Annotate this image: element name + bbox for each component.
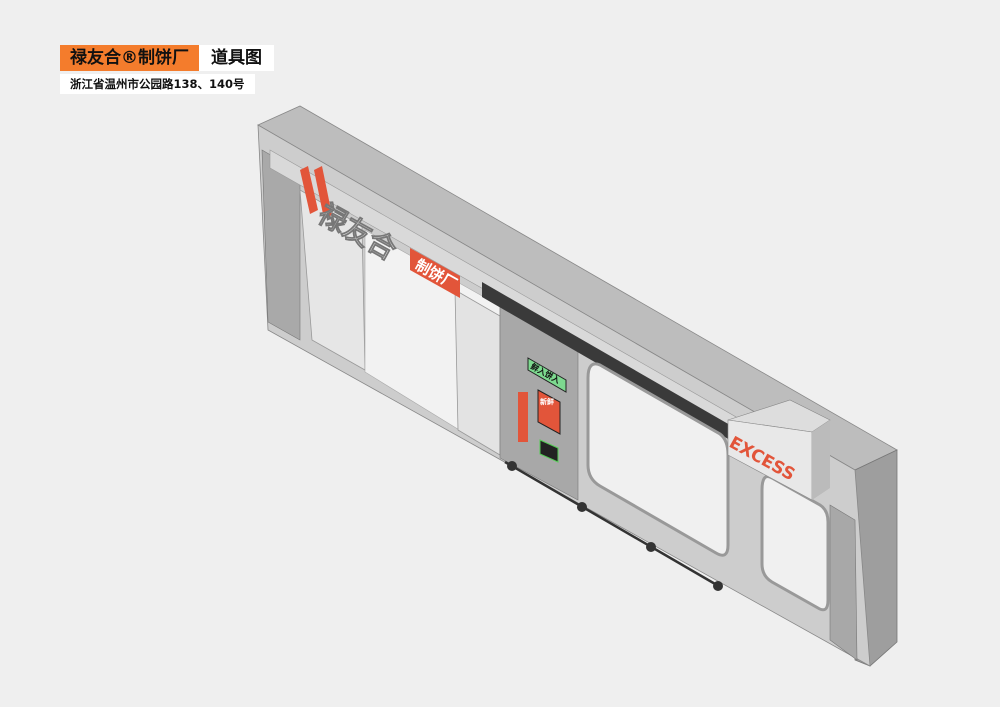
right-pillar <box>829 504 858 661</box>
address: 浙江省温州市公园路138、140号 <box>60 74 255 94</box>
red-stripe <box>300 166 318 214</box>
title-block: 禄友合®制饼厂 道具图 <box>60 45 274 71</box>
rail-wheels <box>507 461 723 591</box>
poster-orange-vertical <box>518 392 528 442</box>
red-stripe <box>314 166 332 219</box>
poster-red: 新鲜 <box>540 397 554 406</box>
poster-dark <box>539 439 559 463</box>
window-right <box>760 475 830 612</box>
bottom-rail <box>504 460 723 590</box>
poster-red-bg <box>537 389 561 435</box>
vent-strip <box>482 282 730 440</box>
poster-green-bg <box>527 357 567 393</box>
glass-panel-middle <box>454 289 501 456</box>
brand-title: 禄友合®制饼厂 <box>60 45 199 71</box>
excess-sign-side <box>812 420 830 500</box>
window-large <box>586 362 730 557</box>
main-sign-right-bg <box>410 248 460 298</box>
drawing-type: 道具图 <box>199 45 274 71</box>
